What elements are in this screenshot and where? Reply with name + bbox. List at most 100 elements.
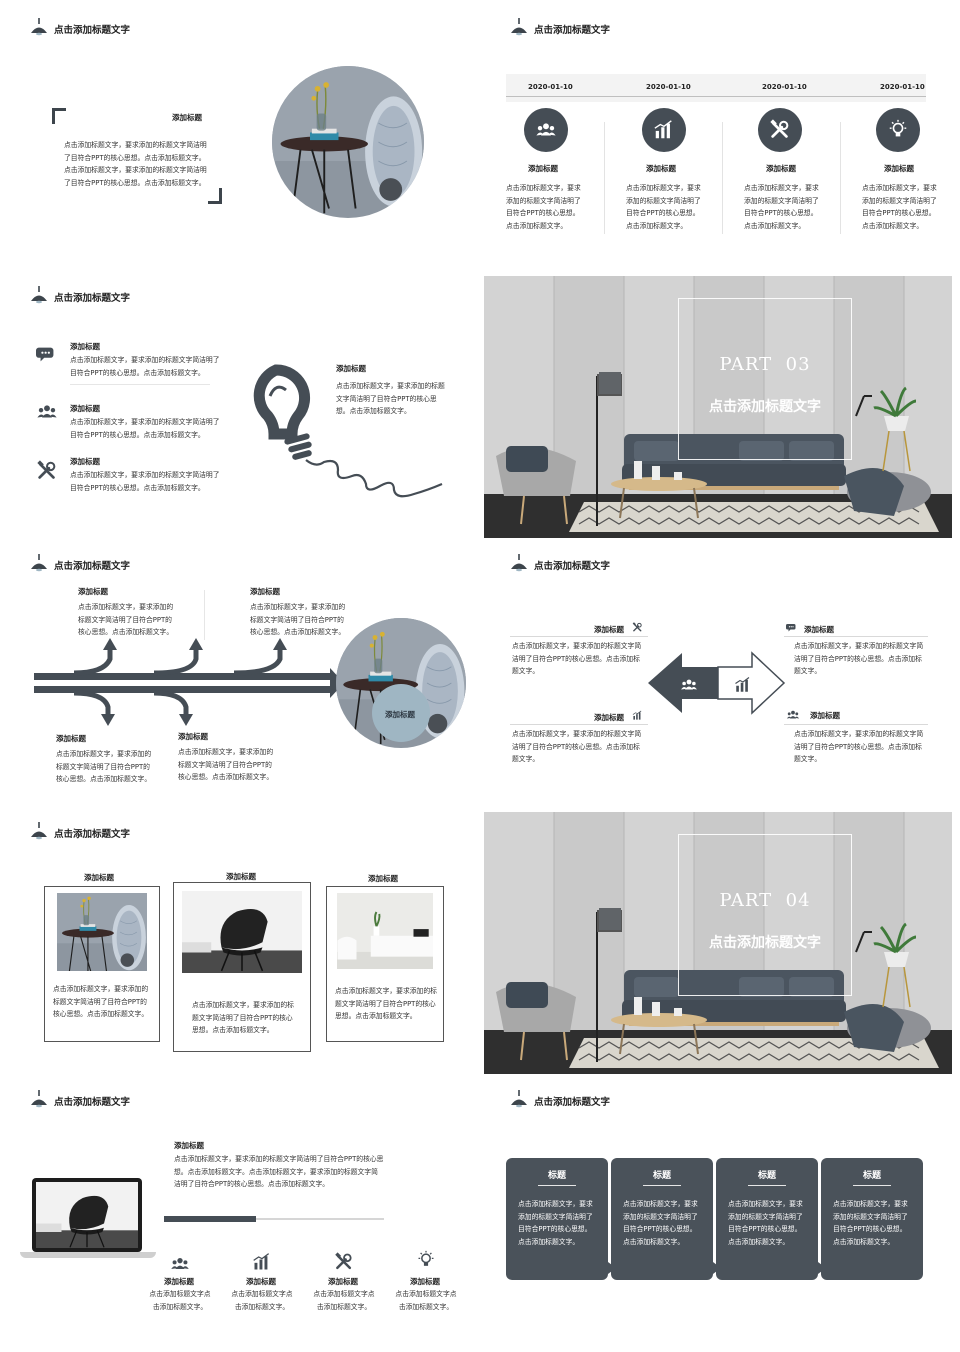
item-title: 添加标题 (178, 732, 208, 741)
item-body: 点击添加标题文字点击添加标题文字。 (231, 1290, 293, 1311)
chart-icon (252, 1252, 272, 1272)
laptop-screen (32, 1178, 142, 1252)
card: 点击添加标题文字，要求添加的标题文字简洁明了目符合PPT的核心思想。点击添加标题… (173, 882, 311, 1052)
card-body: 点击添加标题文字，要求添加的标题文字简洁明了目符合PPT的核心思想。点击添加标题… (335, 987, 437, 1020)
header-title: 点击添加标题文字 (54, 1097, 131, 1108)
timeline-line (506, 96, 926, 97)
bracket-top-left (52, 108, 66, 124)
progress-track (164, 1218, 384, 1220)
callout-title: 添加标题 (336, 364, 366, 373)
bulb-icon (416, 1250, 436, 1270)
part-frame (678, 298, 852, 460)
item-body: 点击添加标题文字，要求添加的标题文字简洁明了目符合PPT的核心思想。点击添加标题… (250, 603, 346, 636)
chat-icon (36, 344, 58, 366)
item-title: 添加标题 (884, 164, 914, 173)
item-body: 点击添加标题文字，要求添加的标题文字简洁明了目符合PPT的核心思想。点击添加标题… (744, 184, 819, 230)
step-card: 标题 点击添加标题文字，要求添加的标题文字简洁明了目符合PPT的核心思想。点击添… (821, 1158, 923, 1280)
item-body: 点击添加标题文字，要求添加的标题文字简洁明了目符合PPT的核心思想。点击添加标题… (56, 750, 152, 783)
item-title: 添加标题 (70, 342, 100, 351)
slide-timeline: 点击添加标题文字 2020-01-10 添加标题 点击添加标题文字，要求添加的标… (484, 4, 956, 266)
part-title: 点击添加标题文字 (709, 399, 821, 415)
header-title: 点击添加标题文字 (54, 561, 131, 572)
double-arrow-diagram (648, 651, 786, 715)
team-icon (535, 119, 557, 141)
item-title: 添加标题 (804, 625, 834, 634)
card-title: 标题 (862, 1171, 881, 1181)
date-label: 2020-01-10 (528, 83, 573, 91)
card-divider (643, 1185, 681, 1186)
item-body: 点击添加标题文字，要求添加的标题文字简洁明了目符合PPT的核心思想。点击添加标题… (512, 642, 642, 675)
item-title: 添加标题 (56, 734, 86, 743)
slide-arrows: 点击添加标题文字 添加标题 点击添加标题文字，要求添加的标题文字简洁明了目符合P… (4, 540, 476, 802)
column-divider (604, 122, 605, 234)
part-number: PART 04 (719, 890, 811, 911)
item-body: 点击添加标题文字，要求添加的标题文字简洁明了目符合PPT的核心思想。点击添加标题… (512, 730, 642, 763)
item-body: 点击添加标题文字，要求添加的标题文字简洁明了目符合PPT的核心思想。点击添加标题… (862, 184, 937, 230)
item-title: 添加标题 (810, 711, 840, 720)
slide-bulb: 点击添加标题文字 添加标题 点击添加标题文字，要求添加的标题文字简洁明了目符合P… (4, 272, 476, 534)
lightbulb-illustration (253, 364, 443, 498)
item-title: 添加标题 (528, 164, 558, 173)
header-title: 点击添加标题文字 (534, 1097, 611, 1108)
header-title: 点击添加标题文字 (534, 561, 611, 572)
item-title: 添加标题 (328, 1277, 358, 1286)
card: 点击添加标题文字，要求添加的标题文字简洁明了目符合PPT的核心思想。点击添加标题… (44, 886, 160, 1042)
header-title: 点击添加标题文字 (54, 25, 131, 36)
item-title: 添加标题 (594, 625, 624, 634)
item-title: 添加标题 (594, 713, 624, 722)
item-body: 点击添加标题文字，要求添加的标题文字简洁明了目符合PPT的核心思想。点击添加标题… (78, 603, 174, 636)
header-title: 点击添加标题文字 (54, 829, 131, 840)
callout-body: 点击添加标题文字，要求添加的标题文字简洁明了目符合PPT的核心思想。点击添加标题… (336, 382, 445, 415)
card-title: 标题 (547, 1171, 566, 1181)
lamp-icon (30, 18, 48, 36)
section-body: 点击添加标题文字，要求添加的标题文字简洁明了目符合PPT的核心思想。点击添加标题… (174, 1155, 384, 1188)
slide-double-arrow: 点击添加标题文字 添加标题 点击添加标题文字，要求添加的标题文字简洁明了目符合P… (484, 540, 956, 802)
card-body: 点击添加标题文字，要求添加的标题文字简洁明了目符合PPT的核心思想。点击添加标题… (623, 1200, 698, 1246)
item-divider (70, 384, 210, 385)
card-title: 添加标题 (368, 874, 398, 883)
chart-icon (653, 119, 675, 141)
header-title: 点击添加标题文字 (54, 293, 131, 304)
item-body: 点击添加标题文字，要求添加的标题文字简洁明了目符合PPT的核心思想。点击添加标题… (70, 471, 220, 492)
timeline-band (506, 74, 926, 102)
progress-fill (164, 1216, 256, 1222)
column-divider (204, 590, 205, 640)
card-divider (748, 1185, 786, 1186)
card: 点击添加标题文字，要求添加的标题文字简洁明了目符合PPT的核心思想。点击添加标题… (326, 886, 444, 1042)
item-body: 点击添加标题文字，要求添加的标题文字简洁明了目符合PPT的核心思想。点击添加标题… (178, 748, 274, 781)
card-body: 点击添加标题文字，要求添加的标题文字简洁明了目符合PPT的核心思想。点击添加标题… (518, 1200, 593, 1246)
item-title: 添加标题 (250, 587, 280, 596)
card-divider (853, 1185, 891, 1186)
item-body: 点击添加标题文字点击添加标题文字。 (395, 1290, 457, 1311)
item-body: 点击添加标题文字，要求添加的标题文字简洁明了目符合PPT的核心思想。点击添加标题… (70, 418, 220, 439)
date-label: 2020-01-10 (646, 83, 691, 91)
item-title: 添加标题 (78, 587, 108, 596)
card-title: 标题 (652, 1171, 671, 1181)
slide-dark-cards: 点击添加标题文字 标题 点击添加标题文字，要求添加的标题文字简洁明了目符合PPT… (484, 1076, 956, 1348)
team-icon (36, 401, 58, 423)
chart-icon (734, 676, 752, 694)
lamp-icon (510, 18, 528, 36)
lamp-icon (510, 1090, 528, 1108)
team-icon-badge (524, 108, 568, 152)
chair-photo (182, 891, 302, 973)
item-body: 点击添加标题文字，要求添加的标题文字简洁明了目符合PPT的核心思想。点击添加标题… (794, 642, 924, 675)
tools-icon (36, 460, 58, 482)
card-body: 点击添加标题文字，要求添加的标题文字简洁明了目符合PPT的核心思想。点击添加标题… (53, 985, 149, 1018)
item-title: 添加标题 (70, 457, 100, 466)
branch-arrow-diagram (34, 638, 344, 726)
column-divider (722, 122, 723, 234)
header-title: 点击添加标题文字 (534, 25, 611, 36)
card-body: 点击添加标题文字，要求添加的标题文字简洁明了目符合PPT的核心思想。点击添加标题… (192, 1001, 294, 1034)
tools-icon (334, 1252, 354, 1272)
slide-part-03: PART 03 点击添加标题文字 (484, 276, 952, 538)
circle-label: 添加标题 (385, 710, 415, 719)
lamp-icon (510, 554, 528, 572)
slide-intro: 点击添加标题文字 添加标题 点击添加标题文字，要求添加的标题文字简洁明了目符合P… (4, 4, 476, 266)
item-underline (784, 636, 928, 637)
card-body: 点击添加标题文字，要求添加的标题文字简洁明了目符合PPT的核心思想。点击添加标题… (728, 1200, 803, 1246)
tools-icon (769, 119, 791, 141)
part-number: PART 03 (719, 354, 811, 375)
bulb-icon (887, 119, 909, 141)
table-photo (272, 66, 424, 218)
